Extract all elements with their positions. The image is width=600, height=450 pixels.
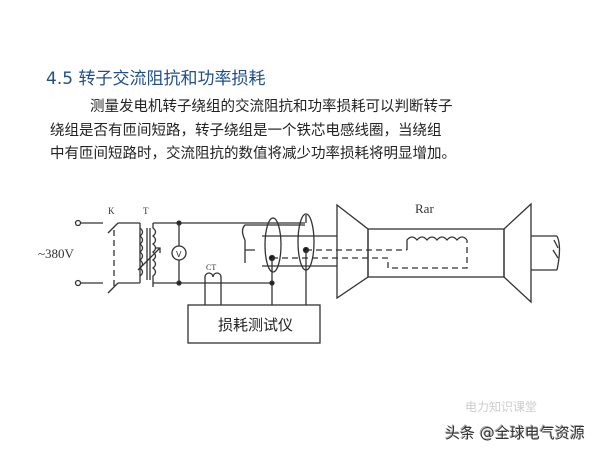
loss-tester-box <box>187 304 321 344</box>
transformer <box>137 223 161 287</box>
paragraph-line: 绕组是否有匝间短路，转子绕组是一个铁芯电感线圈，当绕组 <box>50 122 442 139</box>
watermark-faint: 电力知识课堂 <box>465 400 538 414</box>
description-paragraph: 测量发电机转子绕组的交流阻抗和功率损耗可以判断转子 绕组是否有匝间短路，转子绕组… <box>50 96 570 167</box>
switch-k <box>107 222 140 294</box>
transformer-label: T <box>143 206 149 216</box>
section-title: 4.5 转子交流阻抗和功率损耗 <box>46 69 266 89</box>
terminal-top <box>74 219 82 227</box>
current-transformer <box>204 272 222 283</box>
paragraph-line: 中有匝间短路时，交流阻抗的数值将减少功率损耗将明显增加。 <box>50 146 456 162</box>
switch-label: K <box>108 206 115 216</box>
loss-tester-label: 损耗测试仪 <box>218 316 293 334</box>
paragraph-line: 测量发电机转子绕组的交流阻抗和功率损耗可以判断转子 <box>90 99 453 115</box>
rotor <box>272 202 561 304</box>
rotor-label: Rar <box>415 201 434 216</box>
terminal-bottom <box>74 279 82 287</box>
voltmeter-label: V <box>176 250 182 259</box>
voltmeter <box>171 245 187 261</box>
watermark: 头条 @全球电气资源 <box>445 424 585 442</box>
ct-label: CT <box>206 263 216 272</box>
source-label: ~380V <box>38 246 75 261</box>
slip-ring-1 <box>264 217 282 273</box>
